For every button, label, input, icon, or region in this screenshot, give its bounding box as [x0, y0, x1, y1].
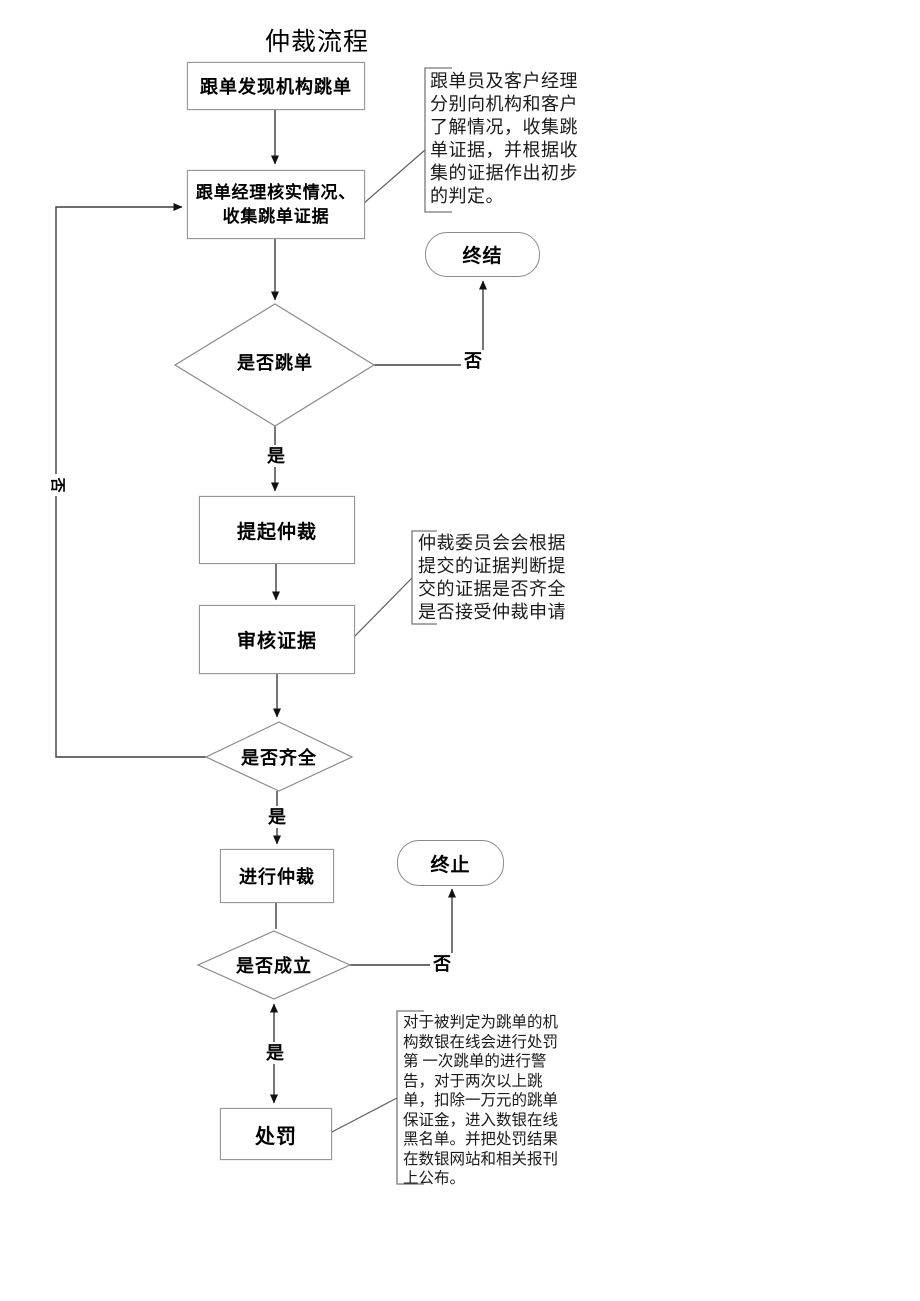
decision-skip-label: 是否跳单: [237, 353, 313, 373]
edge-label-no-skip: 否: [461, 350, 485, 372]
node-discover: 跟单发现机构跳单: [187, 62, 365, 110]
decision-valid-shape: [196, 930, 352, 1000]
bracket-committee-annotation: [411, 530, 437, 625]
decision-skip-shape: [173, 303, 376, 427]
leader-review-annotation: [352, 577, 413, 639]
page-title: 仲裁流程: [265, 29, 370, 56]
node-terminate-end: 终结: [425, 232, 540, 277]
bracket-collect-annotation: [424, 67, 452, 213]
edge-label-no-valid: 否: [430, 953, 454, 975]
decision-complete-label: 是否齐全: [241, 748, 317, 768]
node-raise-arbitration: 提起仲裁: [199, 496, 355, 564]
annotation-collect-evidence: 跟单员及客户经理 分别向机构和客户 了解情况，收集跳 单证据，并根据收 集的证据…: [430, 71, 578, 206]
node-verify: 跟单经理核实情况、 收集跳单证据: [187, 170, 365, 239]
decision-valid-label: 是否成立: [236, 956, 312, 976]
leader-punish-annotation: [329, 1097, 398, 1134]
leader-verify-annotation: [362, 149, 426, 205]
node-review-evidence: 审核证据: [199, 605, 355, 674]
edge-label-no-loop: 否: [47, 474, 67, 496]
node-terminate-stop: 终止: [397, 840, 504, 886]
connector-complete-no-loop: [55, 203, 206, 758]
annotation-committee-review: 仲裁委员会会根据 提交的证据判断提 交的证据是否齐全 是否接受仲裁申请: [418, 533, 566, 622]
edge-label-yes-complete: 是: [265, 806, 289, 828]
decision-complete-shape: [204, 721, 354, 792]
node-conduct-arbitration: 进行仲裁: [220, 849, 334, 903]
bracket-punishment-annotation: [396, 1010, 424, 1185]
edge-label-yes-valid: 是: [263, 1042, 287, 1064]
edge-label-yes-skip: 是: [264, 445, 288, 467]
node-punish: 处罚: [220, 1108, 332, 1160]
annotation-punishment-rules: 对于被判定为跳单的机 构数银在线会进行处罚 第 一次跳单的进行警 告，对于两次以…: [403, 1014, 559, 1187]
